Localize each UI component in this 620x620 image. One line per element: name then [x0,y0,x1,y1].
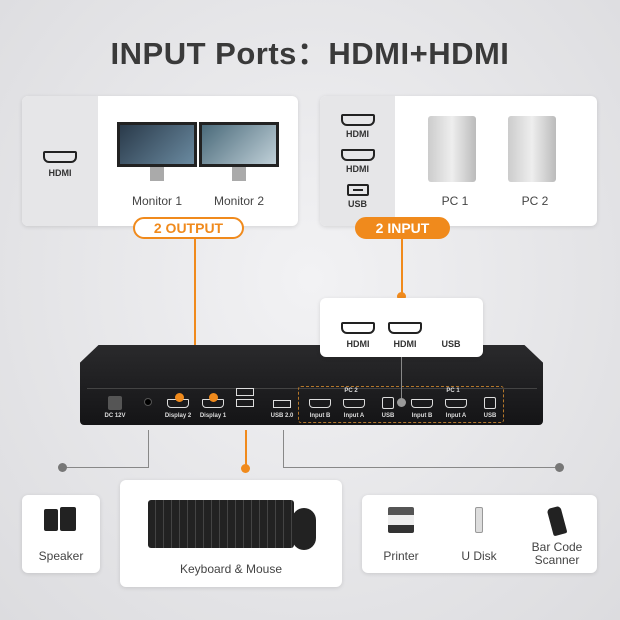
hdmi-icon [340,114,375,126]
port-label: USB [381,413,395,419]
hdmi-input-port [411,399,433,408]
input-line [401,239,403,297]
group-label: PC 2 [344,388,358,394]
printer-icon [388,507,414,533]
monitor-2-label: Monitor 2 [213,194,265,208]
keyboard-card: Keyboard & Mouse [120,480,342,587]
usb-b-port [382,397,394,409]
pc-1-label: PC 1 [441,194,469,208]
audio-port [144,398,152,406]
input-badge: 2 INPUT [355,217,450,239]
group-label: PC 1 [446,388,460,394]
pc-1-image [428,116,476,182]
hdmi-input-port [445,399,467,408]
usb-disk-icon [475,507,483,533]
port-label: Input B [411,413,433,419]
output-badge: 2 OUTPUT [133,217,244,239]
hdmi-icon [340,149,375,161]
usb-b-port [484,397,496,409]
pc-2-label: PC 2 [521,194,549,208]
port-label: USB [483,413,497,419]
usb-devices-card: Printer U Disk Bar Code Scanner [362,495,597,573]
hdmi-input-port [309,399,331,408]
output-line [194,239,196,399]
pc-2-image [508,116,556,182]
input-card: HDMI HDMI USB PC 1 PC 2 [320,96,597,226]
speaker-icon [44,509,58,531]
input-ports-popup: HDMI HDMI USB [320,298,483,357]
port-label: Input A [343,413,365,419]
monitor-1-image [117,122,197,167]
hdmi-input-port [343,399,365,408]
kvm-switch-device [80,345,543,425]
hdmi-icon [388,322,422,334]
port-label: Input A [445,413,467,419]
barcode-scanner-icon [546,505,568,537]
mouse-icon [292,508,316,550]
hdmi-label: HDMI [48,168,72,178]
hdmi-icon [341,322,375,334]
page-title: INPUT Ports：HDMI+HDMI [110,36,510,71]
usb-2-port [273,400,291,408]
power-port [108,396,122,410]
monitor-1-label: Monitor 1 [131,194,183,208]
monitor-2-image [199,122,279,167]
hdmi-icon [43,151,77,163]
output-card: HDMI Monitor 1 Monitor 2 [22,96,298,226]
usb-icon [346,184,369,196]
usb-mouse-port [236,399,254,407]
port-label: Input B [309,413,331,419]
usb-keyboard-port [236,388,254,396]
speaker-card: Speaker [22,495,100,573]
keyboard-icon [148,500,294,548]
